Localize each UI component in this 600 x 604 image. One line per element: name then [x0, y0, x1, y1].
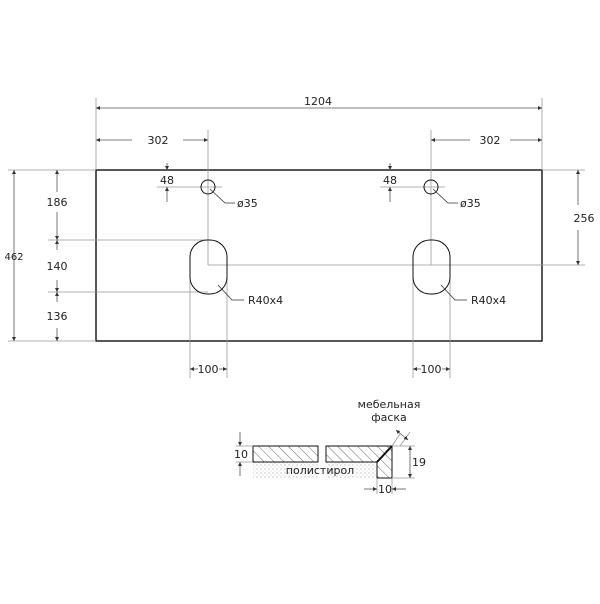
depth-bottom-label: 136 — [47, 310, 68, 323]
total-thickness-label: 19 — [412, 456, 426, 469]
hole-offset-left-label: 48 — [160, 174, 174, 187]
chamfer-label-line2: фаска — [371, 411, 407, 424]
core-material-label: полистирол — [286, 464, 354, 477]
top-thickness-label: 10 — [234, 448, 248, 461]
depth-slot-label: 140 — [47, 260, 68, 273]
edge-width-label: 10 — [378, 483, 392, 496]
right-depth-label: 256 — [574, 212, 595, 225]
hole-offset-right-label: 48 — [383, 174, 397, 187]
depth-top-label: 186 — [47, 196, 68, 209]
slot-radius-left-label: R40x4 — [248, 294, 283, 307]
right-offset-label: 302 — [480, 134, 501, 147]
slot-width-left-label: 100 — [198, 363, 219, 376]
hole-diameter-right-label: ø35 — [460, 197, 481, 210]
dimension-lines — [14, 108, 578, 369]
overall-width-label: 1204 — [304, 95, 332, 108]
chamfer-label-line1: мебельная — [358, 398, 421, 411]
left-offset-label: 302 — [148, 134, 169, 147]
slot-radius-right-label: R40x4 — [471, 294, 506, 307]
drain-slot-right — [413, 240, 450, 294]
overall-depth-label: 462 — [4, 252, 23, 263]
slot-width-right-label: 100 — [421, 363, 442, 376]
drain-slot-left — [190, 240, 227, 294]
countertop-outline — [96, 170, 542, 341]
hole-diameter-left-label: ø35 — [237, 197, 258, 210]
